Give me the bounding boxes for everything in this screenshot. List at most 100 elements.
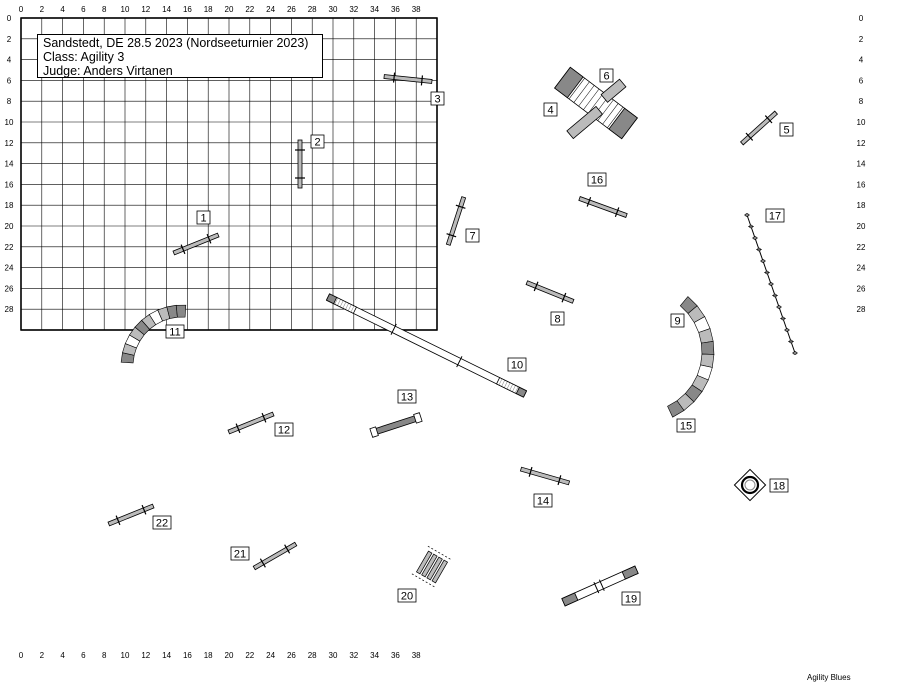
obstacle-number-22: 22 (152, 515, 172, 530)
long-jump-marker (411, 573, 437, 589)
y-tick-label: 14 (857, 160, 866, 169)
y-tick-label: 28 (5, 305, 14, 314)
number-text: 20 (401, 591, 413, 603)
number-box (430, 91, 445, 106)
x-tick-label: 22 (245, 5, 254, 14)
jump-obstacle (295, 139, 305, 189)
contact-end (325, 293, 338, 305)
jump-wing (141, 504, 147, 515)
number-text: 8 (554, 314, 560, 326)
long-jump-corner (413, 412, 423, 424)
jump-wing (259, 558, 266, 568)
y-tick-label: 14 (5, 160, 14, 169)
y-tick-label: 12 (5, 139, 14, 148)
obstacle-number-15: 15 (676, 418, 696, 433)
number-text: 6 (603, 71, 609, 83)
number-text: 14 (537, 496, 549, 508)
obstacle-number-10: 10 (507, 357, 527, 372)
dog-walk-joint (456, 356, 463, 368)
y-tick-label: 28 (857, 305, 866, 314)
number-text: 19 (625, 594, 637, 606)
y-tick-label: 4 (859, 56, 864, 65)
obstacle-number-1: 1 (196, 210, 211, 225)
credit-text: Agility Blues (807, 673, 851, 682)
dog-walk-obstacle (325, 293, 528, 398)
x-tick-label: 24 (266, 5, 275, 14)
number-box (676, 418, 696, 433)
a-frame-side (566, 105, 603, 140)
jump-wing (115, 515, 121, 526)
x-tick-label: 14 (162, 651, 171, 660)
number-text: 12 (278, 425, 290, 437)
y-tick-label: 16 (857, 180, 866, 189)
number-box (621, 591, 641, 606)
long-jump-board (431, 559, 449, 584)
jump-bar (297, 139, 303, 189)
number-box (550, 311, 565, 326)
obstacle-number-18: 18 (769, 478, 789, 493)
a-frame-side-plank (566, 105, 603, 140)
x-tick-label: 28 (308, 5, 317, 14)
jump-wing (745, 132, 754, 141)
tunnel-segment (667, 400, 685, 418)
obstacle-number-17: 17 (765, 208, 785, 223)
jump-wing (235, 423, 241, 434)
jump-wing (557, 475, 562, 486)
obstacle-number-14: 14 (533, 493, 553, 508)
y-tick-label: 6 (7, 76, 12, 85)
number-text: 16 (591, 175, 603, 187)
x-tick-label: 32 (349, 5, 358, 14)
y-tick-label: 8 (859, 97, 864, 106)
number-box (765, 208, 785, 223)
number-box (769, 478, 789, 493)
x-tick-label: 34 (370, 651, 379, 660)
location-line: Sandstedt, DE 28.5 2023 (Nordseeturnier … (43, 36, 309, 50)
obstacle-number-7: 7 (465, 228, 480, 243)
obstacle-number-9: 9 (670, 313, 685, 328)
jump-wing (261, 412, 267, 423)
jump-obstacle (252, 541, 298, 571)
jump-bar (172, 232, 220, 256)
obstacle-number-5: 5 (779, 122, 794, 137)
number-text: 4 (547, 105, 553, 117)
tunnel-obstacle (120, 304, 187, 364)
a-frame-side-plank (600, 78, 627, 103)
x-tick-label: 12 (141, 651, 150, 660)
number-box (507, 357, 527, 372)
class-line: Class: Agility 3 (43, 50, 125, 64)
y-tick-label: 20 (5, 222, 14, 231)
x-tick-label: 2 (40, 5, 45, 14)
contact-zone (554, 66, 584, 99)
x-tick-label: 12 (141, 5, 150, 14)
x-tick-label: 30 (329, 651, 338, 660)
tyre-obstacle (733, 468, 767, 502)
x-tick-label: 6 (81, 651, 86, 660)
course-info-box: Sandstedt, DE 28.5 2023 (Nordseeturnier … (37, 34, 323, 78)
x-tick-label: 36 (391, 5, 400, 14)
y-tick-label: 16 (5, 180, 14, 189)
jump-wing (180, 244, 186, 255)
x-tick-label: 14 (162, 5, 171, 14)
long-jump-obstacle (369, 412, 423, 438)
number-box (152, 515, 172, 530)
jump-obstacle (578, 196, 628, 218)
y-tick-label: 20 (857, 222, 866, 231)
contact-zone (608, 107, 638, 140)
number-text: 22 (156, 518, 168, 530)
jump-bar (740, 110, 778, 146)
number-text: 17 (769, 211, 781, 223)
jump-wing (528, 466, 533, 477)
jump-bar (578, 196, 628, 218)
x-tick-label: 18 (204, 5, 213, 14)
long-jump-board (373, 414, 419, 436)
y-tick-label: 24 (5, 264, 14, 273)
tunnel-obstacle (667, 296, 715, 418)
x-tick-label: 28 (308, 651, 317, 660)
y-tick-label: 12 (857, 139, 866, 148)
y-tick-label: 18 (5, 201, 14, 210)
a-frame-slat (587, 92, 605, 114)
y-tick-label: 2 (7, 35, 12, 44)
jump-wing (533, 281, 539, 292)
